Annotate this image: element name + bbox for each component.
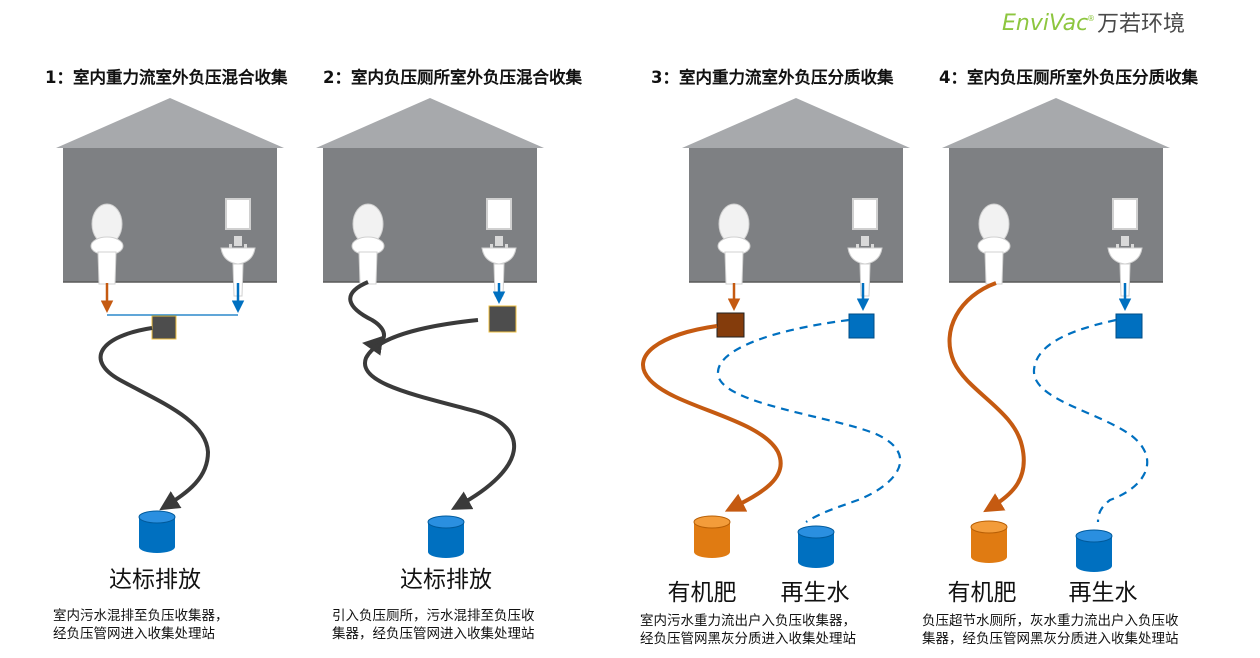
tank-icon [797,525,835,569]
logo-registered-mark: ® [1087,14,1095,23]
tank-icon [1075,529,1113,573]
scenario-4-title: 4：室内负压厕所室外负压分质收集 [939,67,1198,87]
scenario-4-outcome-1: 有机肥 [948,580,1017,606]
blackwater-pipe [641,324,783,512]
scenario-1-outcome: 达标排放 [109,567,201,593]
scenario-2-outcome: 达标排放 [400,567,492,593]
scenario-3-title: 3：室内重力流室外负压分质收集 [651,67,894,87]
tank-icon [427,515,465,559]
scenario-3-outcome-1: 有机肥 [668,580,737,606]
tank-icon [693,515,731,559]
blackwater-pipe [947,281,1026,513]
mixed-flow-pipe [98,326,211,511]
collector-box-icon [488,305,517,333]
tank-icon [970,520,1008,564]
greywater-pipe [1032,318,1149,523]
mirror-icon [486,198,512,230]
mirror-icon [225,198,251,230]
greywater-pipe [716,318,902,523]
scenario-1-title: 1：室内重力流室外负压混合收集 [45,67,288,87]
scenario-1-desc-line-1: 室内污水混排至负压收集器， [53,607,229,624]
collector-box-icon [716,312,745,338]
logo-text-cn: 万若环境 [1097,12,1185,37]
scenario-2-desc-line-2: 集器，经负压管网进入收集处理站 [332,626,535,642]
mirror-icon [1112,198,1138,230]
scenario-2-title: 2：室内负压厕所室外负压混合收集 [323,67,582,87]
scenario-2-desc-line-1: 引入负压厕所，污水混排至负压收 [332,608,535,624]
mirror-icon [852,198,878,230]
collector-box-icon [151,315,177,340]
mixed-flow-pipe [362,318,516,510]
vacuum-toilet-pipe [348,280,386,356]
scenario-3-desc-line-1: 室内污水重力流出户入负压收集器， [640,612,856,629]
scenario-4-desc-line-2: 集器，经负压管网黑灰分质进入收集处理站 [922,631,1179,647]
logo-text-en: EnviVac [1002,11,1088,36]
scenario-1-desc-line-2: 经负压管网进入收集处理站 [53,626,215,642]
scenario-3-outcome-2: 再生水 [781,580,850,606]
scenario-4-outcome-2: 再生水 [1069,580,1138,606]
tank-icon [138,510,176,554]
collector-box-icon [1115,313,1143,339]
collector-box-icon [848,313,875,339]
scenario-4-desc-line-1: 负压超节水厕所，灰水重力流出户入负压收 [922,612,1179,629]
scenario-3-desc-line-2: 经负压管网黑灰分质进入收集处理站 [640,631,856,647]
